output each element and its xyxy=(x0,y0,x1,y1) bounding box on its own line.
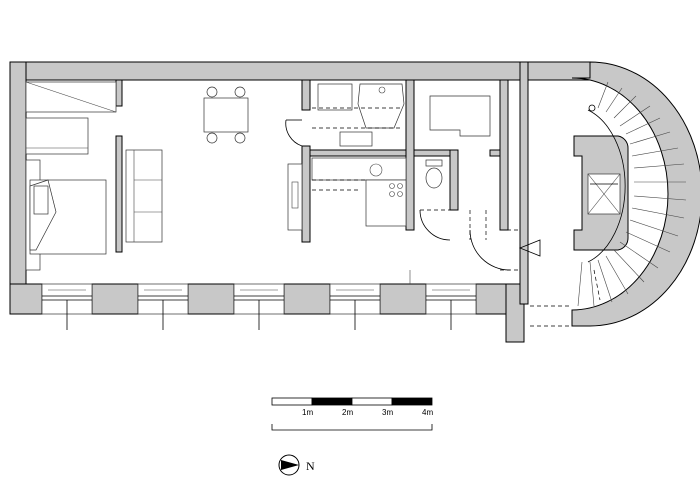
entry-door-swing xyxy=(469,229,511,271)
top-wall-band xyxy=(9,61,591,81)
scale-label-4: 4m xyxy=(422,408,433,417)
tv-cabinet xyxy=(287,163,303,231)
bottom-wall-seg-2 xyxy=(91,283,139,315)
scale-label-1: 1m xyxy=(302,408,313,417)
wall-wc-right xyxy=(449,149,459,211)
wall-hall-right xyxy=(499,79,509,231)
kitchen-counter-top xyxy=(311,157,407,181)
bathtub xyxy=(357,83,405,129)
scale-label-2: 2m xyxy=(342,408,353,417)
stair-left-wall xyxy=(519,61,529,305)
window-5 xyxy=(425,283,477,330)
scale-bar: 1m 2m 3m 4m xyxy=(271,397,433,431)
north-arrow: N xyxy=(278,454,315,476)
wc xyxy=(419,159,451,241)
toilet xyxy=(425,167,443,189)
bathroom xyxy=(285,83,405,147)
bottom-wall-seg-1 xyxy=(9,283,43,315)
wall-kitchen-top xyxy=(309,149,411,157)
bottom-wall-seg-3 xyxy=(187,283,235,315)
stair-curved-wall xyxy=(571,61,700,327)
window-3 xyxy=(233,283,285,330)
staircase xyxy=(530,81,687,327)
closet xyxy=(429,95,491,137)
left-wall xyxy=(9,61,27,315)
chair-3 xyxy=(206,132,218,144)
bottom-wall-seg-4 xyxy=(283,283,331,315)
chair-1 xyxy=(206,86,218,98)
sofa xyxy=(125,149,163,243)
window-1 xyxy=(41,283,93,330)
wall-wc-left xyxy=(405,79,415,231)
chair-2 xyxy=(234,86,246,98)
stair-treads xyxy=(577,81,687,307)
desk xyxy=(25,117,89,155)
wall-bed-top xyxy=(115,79,123,107)
hall xyxy=(429,95,541,271)
kitchen-counter-side xyxy=(365,179,407,227)
north-label: N xyxy=(306,459,315,473)
kitchen xyxy=(311,157,407,227)
chair-4 xyxy=(234,132,246,144)
outer-walls xyxy=(9,61,700,343)
bottom-wall-seg-5 xyxy=(379,283,427,315)
window-2 xyxy=(137,283,189,330)
wall-bath-top xyxy=(301,79,311,111)
wall-kitchen-left xyxy=(301,145,311,243)
dining-table xyxy=(203,97,249,133)
wc-door-swing xyxy=(419,209,451,241)
window-4 xyxy=(329,283,381,330)
pillow-1 xyxy=(33,185,49,215)
scale-label-3: 3m xyxy=(382,408,393,417)
wall-bed-living xyxy=(115,135,123,253)
sink xyxy=(339,131,373,147)
living-room xyxy=(125,86,411,284)
washer xyxy=(317,83,353,111)
bedroom xyxy=(25,81,117,271)
bath-door-swing xyxy=(285,119,303,147)
stair-start-marker xyxy=(588,104,596,112)
interior-walls xyxy=(115,79,509,253)
bottom-wall-seg-6 xyxy=(475,283,509,315)
windows xyxy=(41,283,477,330)
entry-arrow xyxy=(518,239,541,257)
